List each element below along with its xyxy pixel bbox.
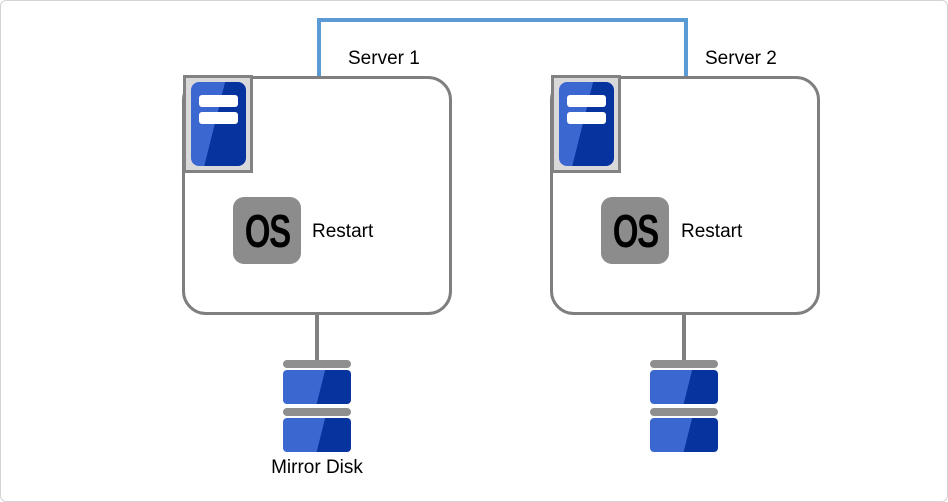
tower-slot (566, 95, 606, 107)
tower-slot (566, 112, 606, 124)
disk-platter (650, 418, 718, 452)
tower-slot (198, 95, 238, 107)
disk-cap (650, 360, 718, 368)
os-badge: OS (601, 197, 669, 264)
disk-stack-icon (650, 360, 718, 453)
os-badge: OS (233, 197, 301, 264)
server-tower-icon (183, 75, 253, 173)
interconnect-line-server1 (317, 18, 321, 76)
mirror-disk-label: Mirror Disk (271, 457, 363, 478)
tower-slot (198, 112, 238, 124)
restart-label: Restart (312, 221, 374, 242)
disk-platter (283, 418, 351, 452)
os-badge-text: OS (612, 204, 659, 257)
interconnect-line-server2 (684, 18, 688, 76)
server1-label: Server 1 (348, 48, 420, 69)
server2-label: Server 2 (705, 48, 777, 69)
disk-cap (650, 408, 718, 416)
disk-cap (283, 360, 351, 368)
disk-stack-icon (283, 360, 351, 453)
os-badge-text: OS (244, 204, 291, 257)
server-tower-body (190, 82, 246, 166)
server-tower-body (558, 82, 614, 166)
server-tower-icon (551, 75, 621, 173)
interconnect-line-horizontal (317, 18, 688, 22)
server1-disk-connector (315, 315, 319, 361)
restart-label: Restart (681, 221, 743, 242)
server2-disk-connector (682, 315, 686, 361)
disk-cap (283, 408, 351, 416)
disk-platter (650, 370, 718, 404)
disk-platter (283, 370, 351, 404)
